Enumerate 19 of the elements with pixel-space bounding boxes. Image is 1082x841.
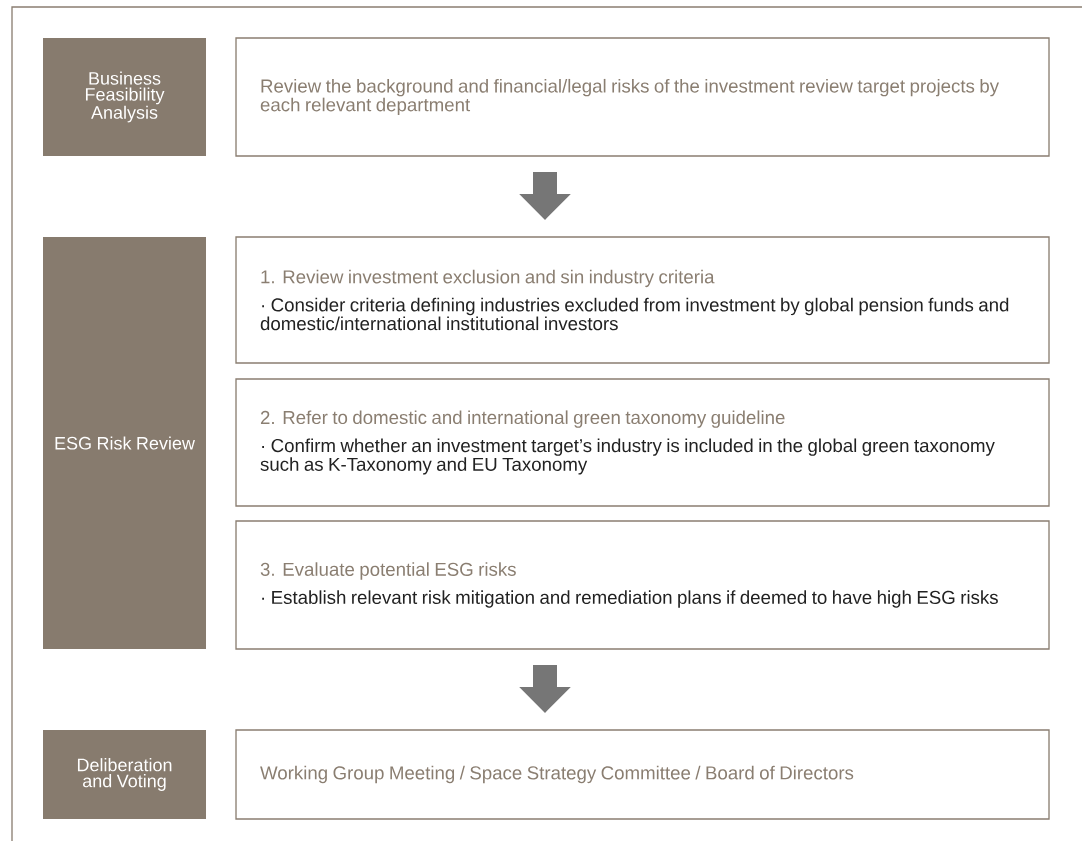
stage-box (43, 237, 206, 649)
bullet-text: · Establish relevant risk mitigation and remediation plans if deemed to have high ESG risks (262, 590, 998, 608)
stage-label: ESG Risk Review (55, 436, 195, 450)
stage-box (43, 38, 206, 156)
description-box (235, 729, 1050, 820)
step-heading: 1. Review investment exclusion and sin industry criteria (261, 269, 715, 288)
bullet-text: · Confirm whether an investment target’s industry is included in the global green taxonomy such as K-Taxonomy and EU Taxonomy (260, 438, 995, 475)
stage-label: Business Feasibility Analysis (86, 71, 165, 123)
step-heading: 3. Evaluate potential ESG risks (260, 562, 516, 580)
step-box (235, 378, 1050, 507)
bullet-text: · Consider criteria defining industries excluded from investment by global pension funds and domestic/international institutional investors (260, 297, 1009, 331)
description-text: Review the background and financial/legal risks of the investment review target projects by each relevant department (260, 78, 999, 116)
step-box (235, 520, 1050, 650)
description-box (235, 37, 1050, 157)
stage-label: Deliberation and Voting (77, 758, 172, 791)
step-box (235, 236, 1050, 364)
description-text: Working Group Meeting / Space Strategy Committee / Board of Directors (260, 765, 854, 784)
step-heading: 2. Refer to domestic and international green taxonomy guideline (260, 410, 785, 428)
stage-box (43, 730, 206, 819)
